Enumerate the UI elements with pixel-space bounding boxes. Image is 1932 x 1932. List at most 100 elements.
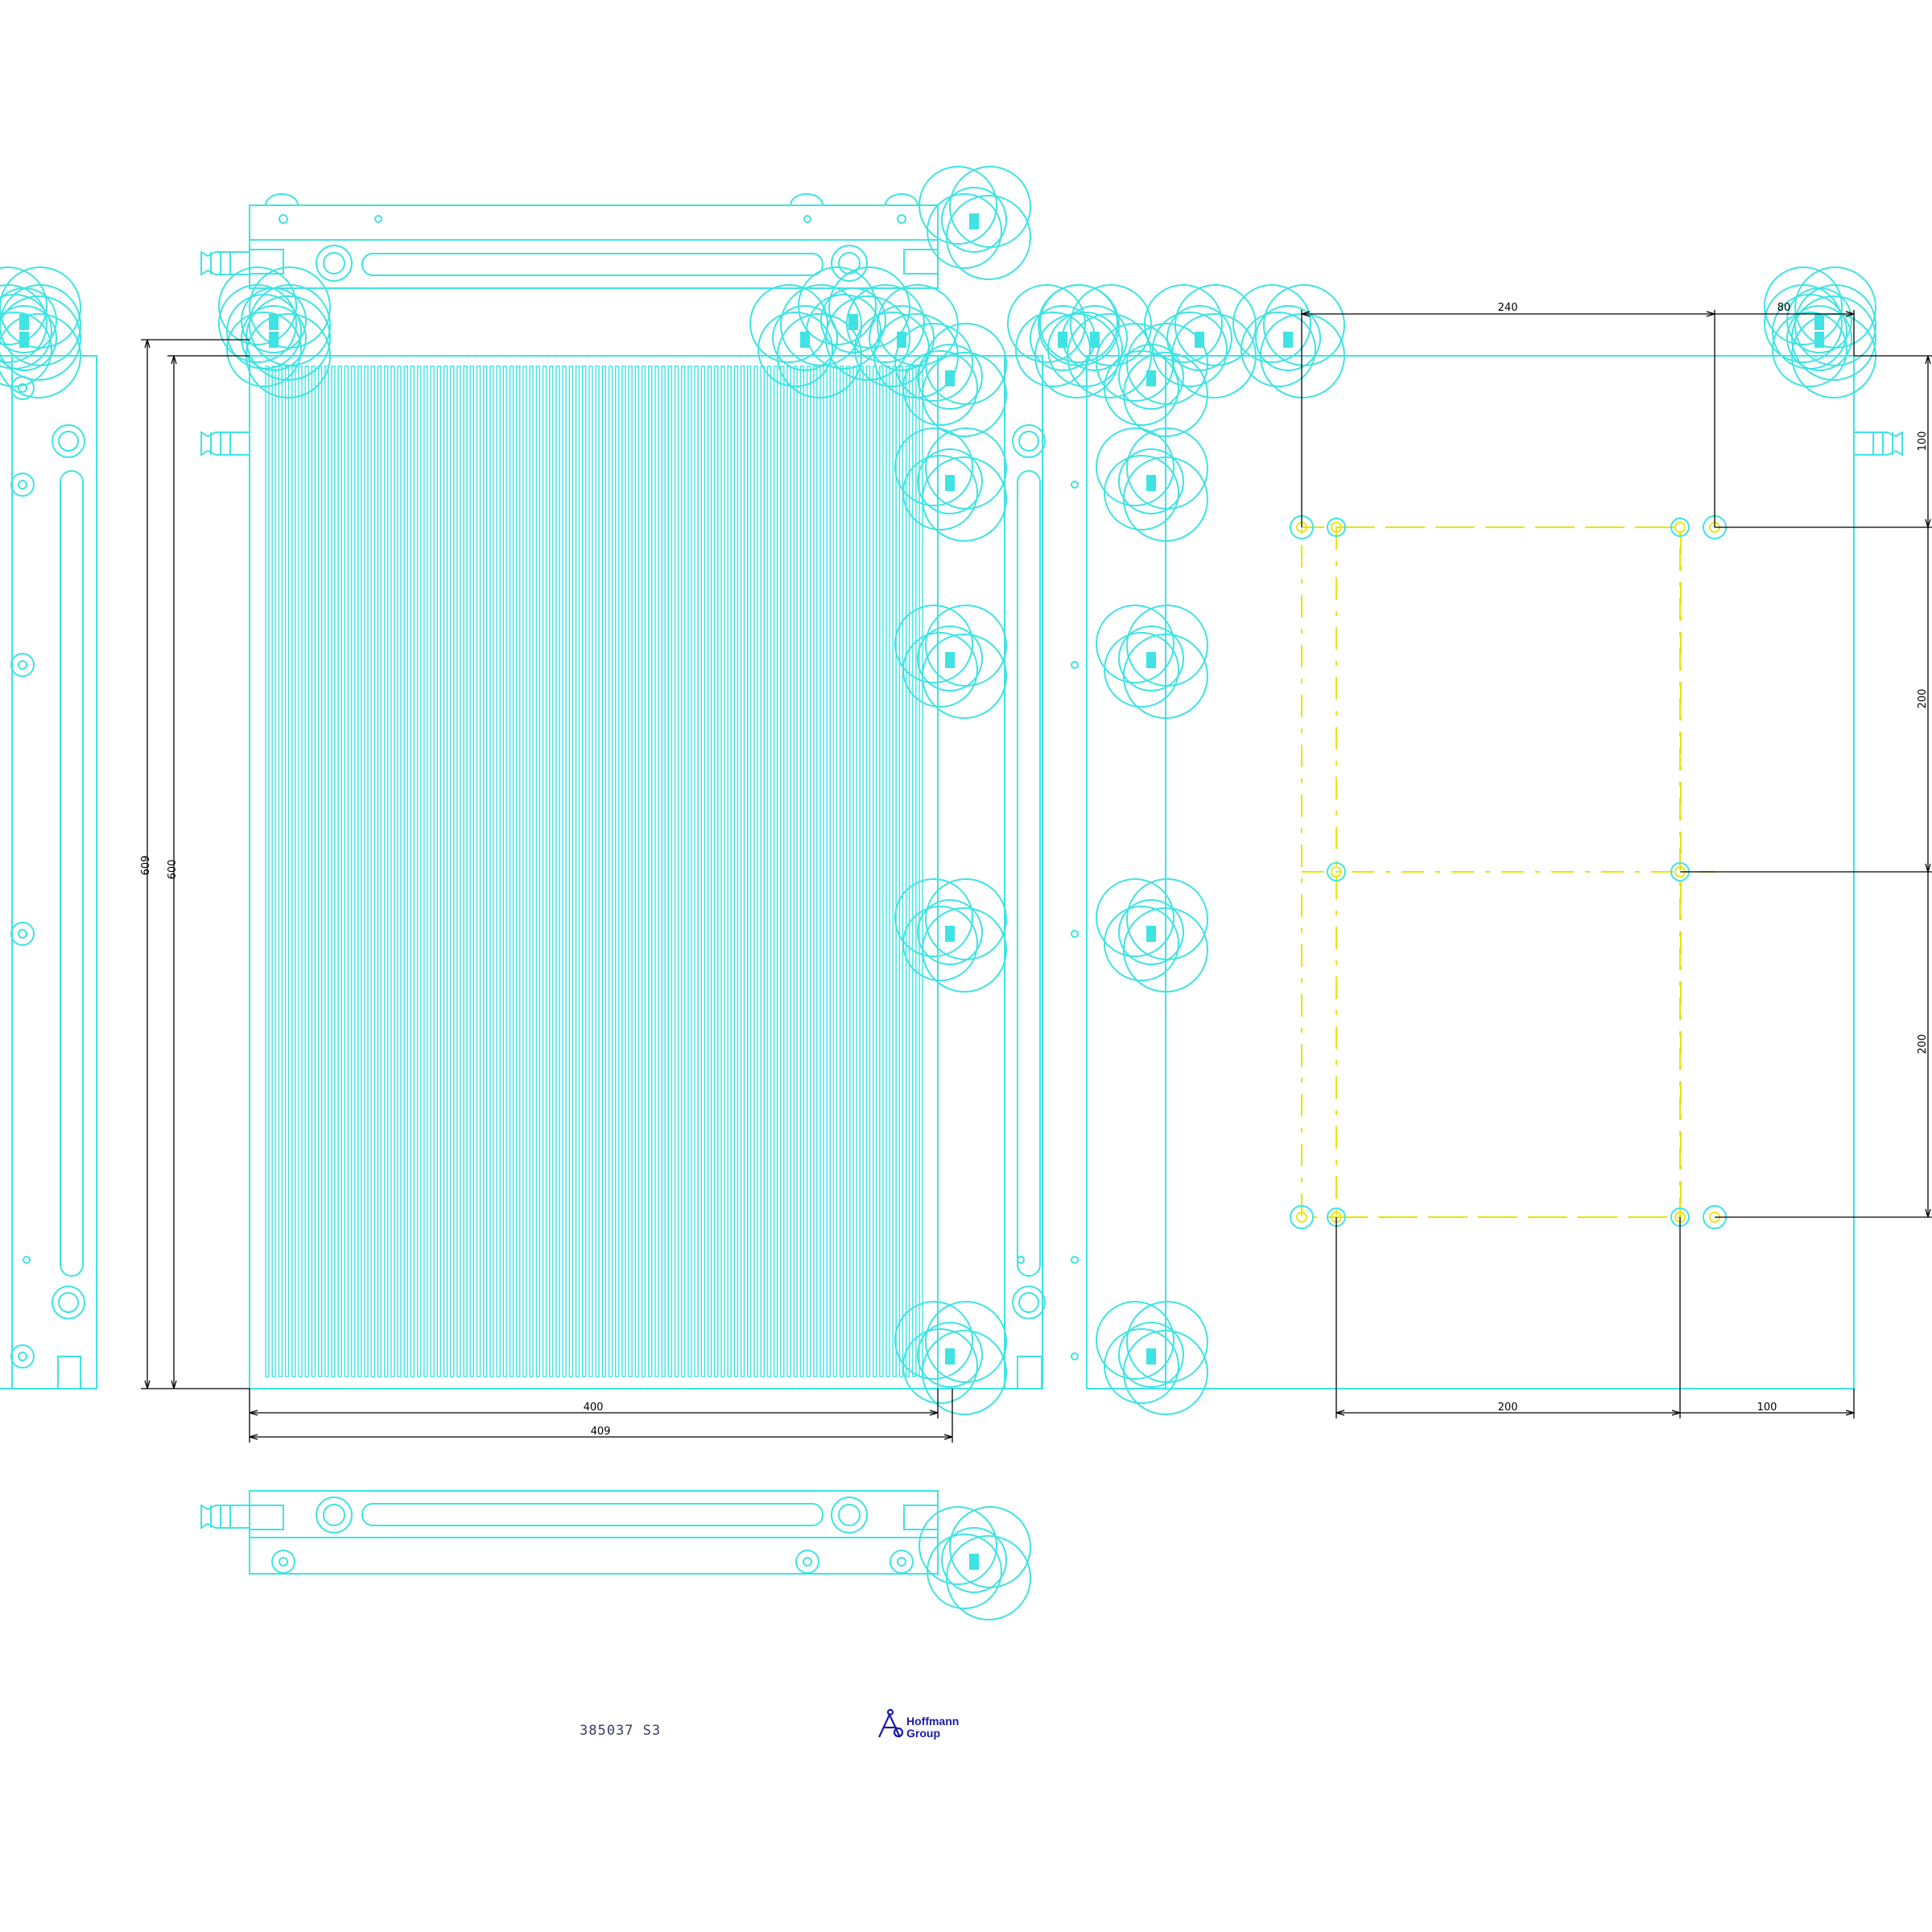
- cooling-fin: [786, 365, 791, 1377]
- grip-marker-circle: [772, 305, 838, 371]
- cooling-fin: [489, 365, 494, 1377]
- cooling-fin: [311, 365, 316, 1377]
- grip-marker-circle: [1007, 284, 1086, 363]
- cooling-fin: [886, 365, 890, 1377]
- grip-marker-square: [945, 475, 955, 491]
- grip-marker-circle: [1764, 284, 1843, 363]
- grip-marker-circle: [1166, 305, 1232, 371]
- mounting-hole-center: [1331, 866, 1342, 877]
- dimension-pitch-vertical-2: 200: [1917, 1034, 1929, 1055]
- cooling-fin: [423, 365, 428, 1377]
- grip-marker-circle: [1070, 284, 1152, 366]
- cooling-fin: [410, 365, 415, 1377]
- grip-marker-circle: [218, 266, 297, 345]
- grip-marker-circle: [1104, 632, 1179, 708]
- grip-marker-circle: [1118, 899, 1184, 965]
- mounting-hole-center: [1331, 522, 1342, 533]
- cooling-fin: [852, 365, 857, 1377]
- grip-marker-circle: [917, 344, 983, 410]
- grip-marker-circle: [1096, 605, 1174, 683]
- cooling-fin: [278, 365, 283, 1377]
- cooling-fin: [456, 365, 461, 1377]
- cooling-fin: [720, 365, 725, 1377]
- cooling-fin: [377, 365, 382, 1377]
- cooling-fin: [714, 365, 719, 1377]
- grip-marker-circle: [869, 305, 935, 371]
- grip-marker-circle: [241, 305, 307, 371]
- grip-marker-circle: [1144, 284, 1223, 363]
- cooling-fin: [562, 365, 567, 1377]
- cooling-fin: [674, 365, 679, 1377]
- grip-marker-circle: [1126, 605, 1208, 687]
- grip-marker-circle: [1096, 323, 1174, 402]
- mounting-hole-center: [1296, 1212, 1307, 1223]
- grip-marker-circle: [1786, 305, 1852, 371]
- logo-text-group: Group: [906, 1727, 940, 1740]
- cooling-fin: [839, 365, 844, 1377]
- cooling-fin: [654, 365, 659, 1377]
- cooling-fin: [813, 365, 818, 1377]
- grip-marker-circle: [0, 305, 57, 371]
- grip-marker-circle: [0, 287, 57, 353]
- cooling-fin: [496, 365, 501, 1377]
- grip-marker-circle: [0, 294, 52, 369]
- cooling-fin: [595, 365, 600, 1377]
- grip-marker-circle: [1096, 427, 1174, 506]
- hoffmann-group-logo-icon: [878, 1708, 904, 1738]
- grip-marker-circle: [1118, 1322, 1184, 1388]
- cooling-fin: [707, 365, 712, 1377]
- grip-marker-circle: [1232, 284, 1311, 363]
- cooling-fin: [542, 365, 547, 1377]
- grip-marker-square: [848, 314, 858, 330]
- grip-marker-circle: [1015, 312, 1091, 387]
- selection-grip-markers: [0, 166, 1876, 1620]
- grip-marker-circle: [902, 350, 978, 426]
- grip-marker-circle: [922, 352, 1007, 437]
- cooling-fin: [582, 365, 587, 1377]
- mounting-hole: [1327, 862, 1346, 881]
- cooling-fin: [298, 365, 303, 1377]
- cooling-fin: [661, 365, 666, 1377]
- grip-marker-circle: [902, 632, 978, 708]
- grip-marker-circle: [1241, 312, 1316, 387]
- cooling-fin: [608, 365, 613, 1377]
- dimension-width-inner: 400: [584, 1402, 604, 1414]
- grip-marker-circle: [949, 166, 1031, 248]
- cooling-fin: [859, 365, 864, 1377]
- cooling-fin: [403, 365, 408, 1377]
- grip-marker-square: [1090, 332, 1100, 348]
- grip-marker-square: [1146, 370, 1156, 386]
- mounting-hole: [1327, 518, 1346, 537]
- cooling-fin: [383, 365, 389, 1377]
- cooling-fin: [872, 365, 877, 1377]
- dimension-pitch-horizontal: 240: [1498, 302, 1518, 314]
- cooling-fin: [773, 365, 778, 1377]
- cooling-fin: [436, 365, 441, 1377]
- cooling-fin: [476, 365, 481, 1377]
- grip-marker-square: [1146, 1348, 1156, 1364]
- grip-marker-circle: [1152, 312, 1228, 387]
- bottom-view: [200, 1490, 939, 1575]
- cooling-fin: [549, 365, 554, 1377]
- grip-marker-circle: [1126, 427, 1208, 510]
- dimension-edge-offset-top: 80: [1777, 302, 1791, 314]
- grip-marker-circle: [902, 455, 978, 530]
- grip-marker-circle: [846, 284, 925, 363]
- cooling-fin: [832, 365, 838, 1377]
- cooling-fin: [522, 365, 527, 1377]
- grip-marker-square: [945, 1348, 955, 1364]
- cooling-fin: [357, 365, 362, 1377]
- cooling-fin: [694, 365, 699, 1377]
- grip-marker-circle: [1764, 266, 1843, 345]
- cooling-fin: [469, 365, 474, 1377]
- grip-marker-square: [969, 1554, 979, 1570]
- cooling-fin: [898, 365, 904, 1377]
- grip-marker-circle: [820, 287, 886, 353]
- cooling-fin: [364, 365, 369, 1377]
- grip-marker-circle: [218, 284, 297, 363]
- cooling-fin: [397, 365, 402, 1377]
- grip-marker-circle: [922, 456, 1007, 542]
- grip-marker-circle: [241, 287, 307, 353]
- grip-marker-circle: [919, 1506, 997, 1585]
- grip-marker-circle: [1039, 284, 1118, 363]
